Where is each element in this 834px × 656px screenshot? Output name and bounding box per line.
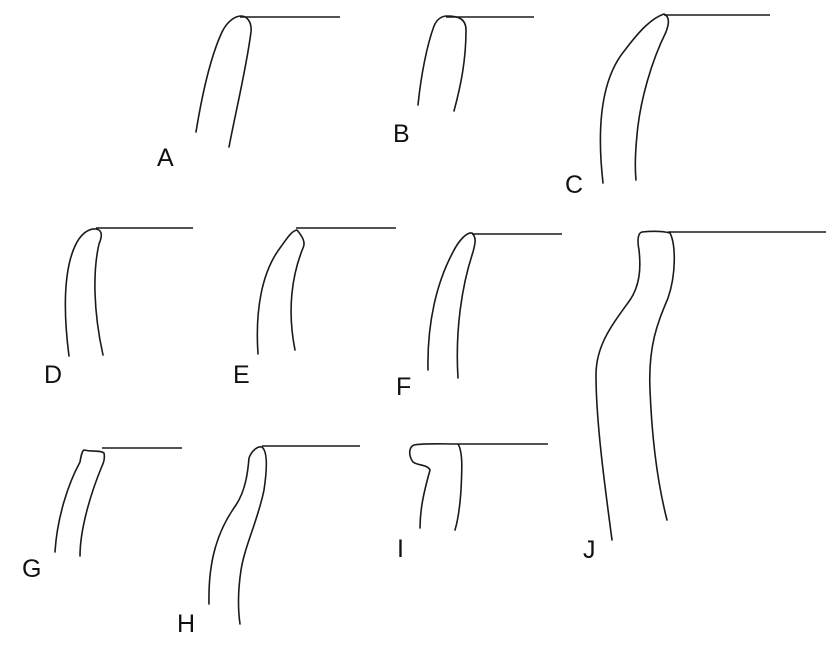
panel-label-c: C: [565, 171, 583, 199]
profile-a: [195, 15, 340, 148]
profile-g: [54, 447, 182, 557]
panel-label-i: I: [397, 535, 404, 563]
profile-j-outline: [595, 230, 676, 541]
profile-f: [427, 232, 562, 379]
panel-label-d: D: [44, 361, 62, 389]
profile-d: [64, 227, 193, 357]
profile-i: [408, 442, 548, 531]
profile-e: [256, 227, 396, 355]
panel-label-h: H: [177, 610, 195, 638]
profile-c: [599, 13, 770, 184]
panel-label-e: E: [233, 361, 250, 389]
profile-b-outline: [417, 15, 467, 112]
panel-label-g: G: [22, 555, 41, 583]
panel-label-f: F: [396, 373, 411, 401]
profile-b: [417, 15, 534, 112]
profile-h: [208, 445, 360, 625]
profile-c-outline: [599, 13, 670, 184]
profile-e-outline: [256, 229, 305, 355]
profile-a-outline: [195, 15, 252, 148]
profile-j: [595, 230, 826, 541]
profile-i-outline: [408, 442, 463, 531]
panel-label-a: A: [157, 144, 174, 172]
profile-d-outline: [64, 228, 104, 357]
profile-g-outline: [54, 449, 106, 557]
panel-label-b: B: [393, 120, 410, 148]
panel-label-j: J: [583, 536, 596, 564]
profile-f-outline: [427, 232, 476, 379]
profile-h-outline: [208, 446, 268, 625]
